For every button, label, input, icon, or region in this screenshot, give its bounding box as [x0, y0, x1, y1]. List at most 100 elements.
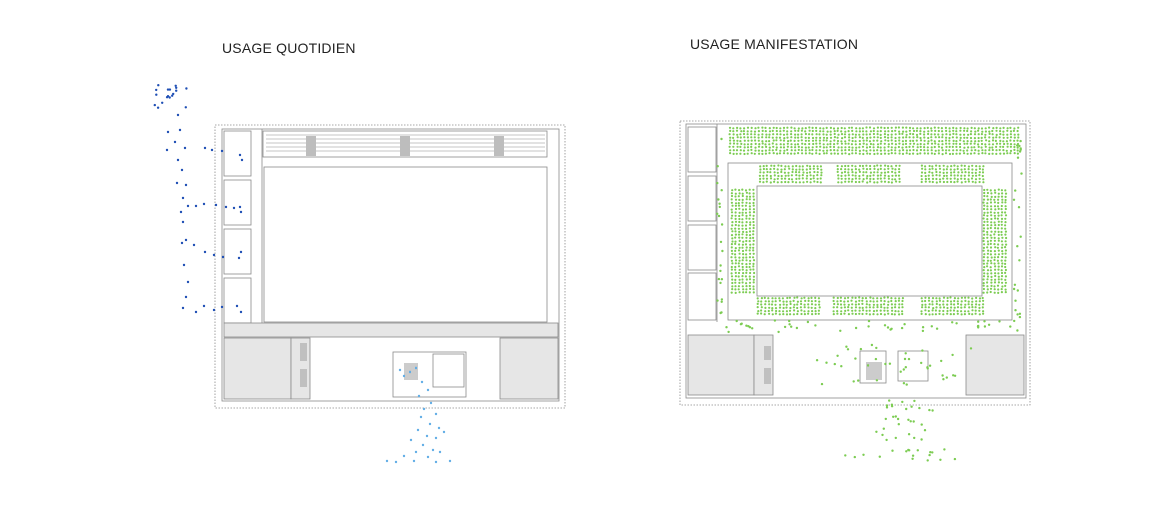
seat-dot [1005, 243, 1008, 246]
seat-dot [986, 211, 989, 214]
seat-dot [946, 165, 949, 168]
seat-dot [993, 189, 997, 192]
seat-dot [796, 143, 800, 146]
person-dot [945, 376, 948, 379]
seat-dot [730, 192, 734, 195]
seat-dot [734, 265, 737, 269]
seat-dot [778, 297, 781, 300]
person-dot [1013, 319, 1016, 323]
seat-dot [731, 221, 734, 224]
seat-dot [991, 133, 994, 136]
seat-dot [902, 136, 905, 139]
seat-dot [956, 167, 959, 171]
person-dot [777, 330, 780, 334]
seat-dot [916, 136, 919, 139]
seat-dot [851, 136, 854, 140]
seat-dot [778, 136, 782, 139]
seat-dot [748, 211, 752, 214]
seat-dot [994, 195, 997, 198]
seat-dot [986, 272, 989, 275]
seat-dot [950, 306, 953, 309]
seat-dot [734, 223, 737, 227]
seat-dot [737, 275, 740, 278]
seat-dot [890, 126, 893, 129]
seat-dot [734, 227, 737, 230]
seat-dot [981, 174, 984, 178]
seat-dot [798, 174, 801, 177]
seat-dot [986, 195, 989, 198]
seat-dot [742, 256, 745, 259]
seat-dot [847, 180, 850, 183]
seat-dot [794, 136, 797, 139]
seat-dot [829, 136, 833, 139]
seat-dot [905, 146, 908, 149]
seat-dot [757, 300, 760, 303]
person-dot [426, 455, 430, 459]
seat-dot [752, 285, 755, 288]
seat-dot [953, 177, 956, 180]
seat-dot [999, 139, 1002, 142]
seat-dot [764, 143, 767, 146]
seat-dot [843, 300, 846, 303]
seat-dot [741, 198, 744, 201]
seat-dot [822, 139, 825, 142]
seat-dot [887, 133, 890, 136]
seat-dot [973, 137, 977, 140]
seat-dot [989, 198, 992, 201]
seat-dot [734, 217, 737, 220]
seat-dot [858, 136, 862, 139]
main-hall [263, 166, 548, 323]
seat-dot [807, 303, 810, 306]
seat-dot [731, 237, 734, 240]
person-dot [224, 205, 228, 209]
seat-dot [748, 202, 751, 205]
seat-dot [844, 149, 847, 152]
seat-dot [1004, 278, 1007, 281]
seat-dot [880, 180, 883, 183]
seat-dot [745, 239, 748, 243]
seat-dot [967, 174, 971, 177]
seat-dot [989, 269, 993, 272]
seat-dot [745, 246, 748, 249]
seat-dot [737, 265, 741, 268]
seat-dot [935, 302, 938, 306]
seat-dot [778, 306, 782, 309]
seat-dot [897, 310, 900, 313]
seat-dot [768, 133, 771, 136]
seat-dot [905, 152, 908, 155]
seat-dot [963, 127, 966, 130]
seat-dot [912, 133, 915, 136]
seat-dot [836, 164, 839, 168]
person-dot [184, 106, 187, 109]
person-dot [155, 93, 158, 96]
seat-dot [997, 237, 1000, 240]
seat-dot [851, 174, 854, 177]
seat-dot [986, 285, 989, 288]
seat-dot [1000, 246, 1004, 249]
seat-dot [953, 297, 957, 300]
seat-dot [750, 148, 753, 151]
seat-dot [743, 136, 746, 139]
person-dot [918, 406, 921, 410]
seat-dot [794, 171, 798, 174]
seat-dot [991, 143, 995, 146]
seat-dot [930, 133, 933, 136]
seat-dot [1009, 145, 1013, 148]
seat-dot [865, 303, 868, 306]
person-dot [955, 322, 958, 325]
person-dot [910, 405, 913, 408]
seat-dot [862, 133, 865, 136]
seat-dot [982, 282, 985, 285]
seat-dot [977, 145, 980, 148]
seat-dot [872, 127, 876, 130]
seat-dot [839, 299, 842, 303]
seat-dot [745, 233, 748, 236]
seat-dot [795, 174, 798, 177]
seat-dot [1002, 140, 1005, 143]
seat-dot [963, 164, 966, 167]
seat-dot [898, 313, 901, 316]
seat-dot [847, 171, 850, 174]
seat-dot [731, 230, 734, 233]
seat-dot [924, 171, 927, 174]
person-dot [867, 319, 871, 323]
